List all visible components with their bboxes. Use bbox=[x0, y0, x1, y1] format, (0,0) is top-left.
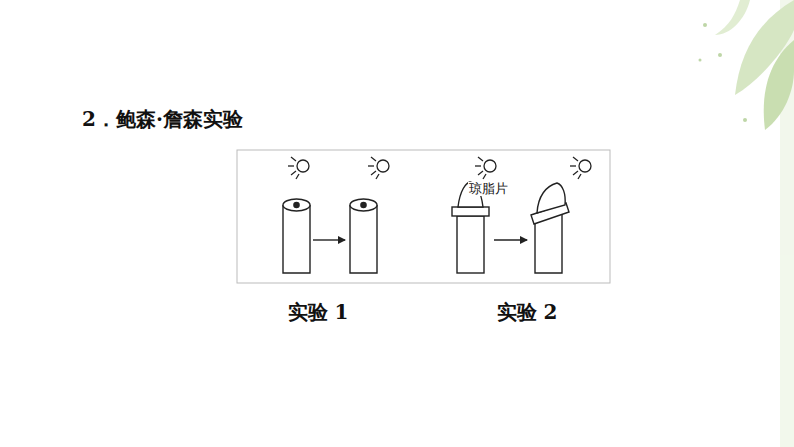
sun-symbol bbox=[288, 157, 309, 179]
sun-symbol bbox=[570, 157, 591, 179]
arrow bbox=[494, 239, 527, 240]
leaf-decoration bbox=[699, 0, 794, 447]
figure-caption: 实验 1 bbox=[288, 299, 349, 326]
sun-symbol bbox=[475, 157, 496, 179]
slide-title: 2．鲍森·詹森实验 bbox=[82, 106, 243, 133]
figure-caption: 实验 2 bbox=[497, 299, 558, 326]
figure-frame bbox=[237, 150, 610, 283]
part-label: 琼脂片 bbox=[468, 182, 509, 196]
arrow bbox=[313, 239, 345, 240]
coleoptile bbox=[350, 199, 377, 273]
sun-symbol bbox=[368, 157, 389, 179]
bent-coleoptile bbox=[531, 183, 569, 273]
coleoptile bbox=[283, 199, 310, 273]
